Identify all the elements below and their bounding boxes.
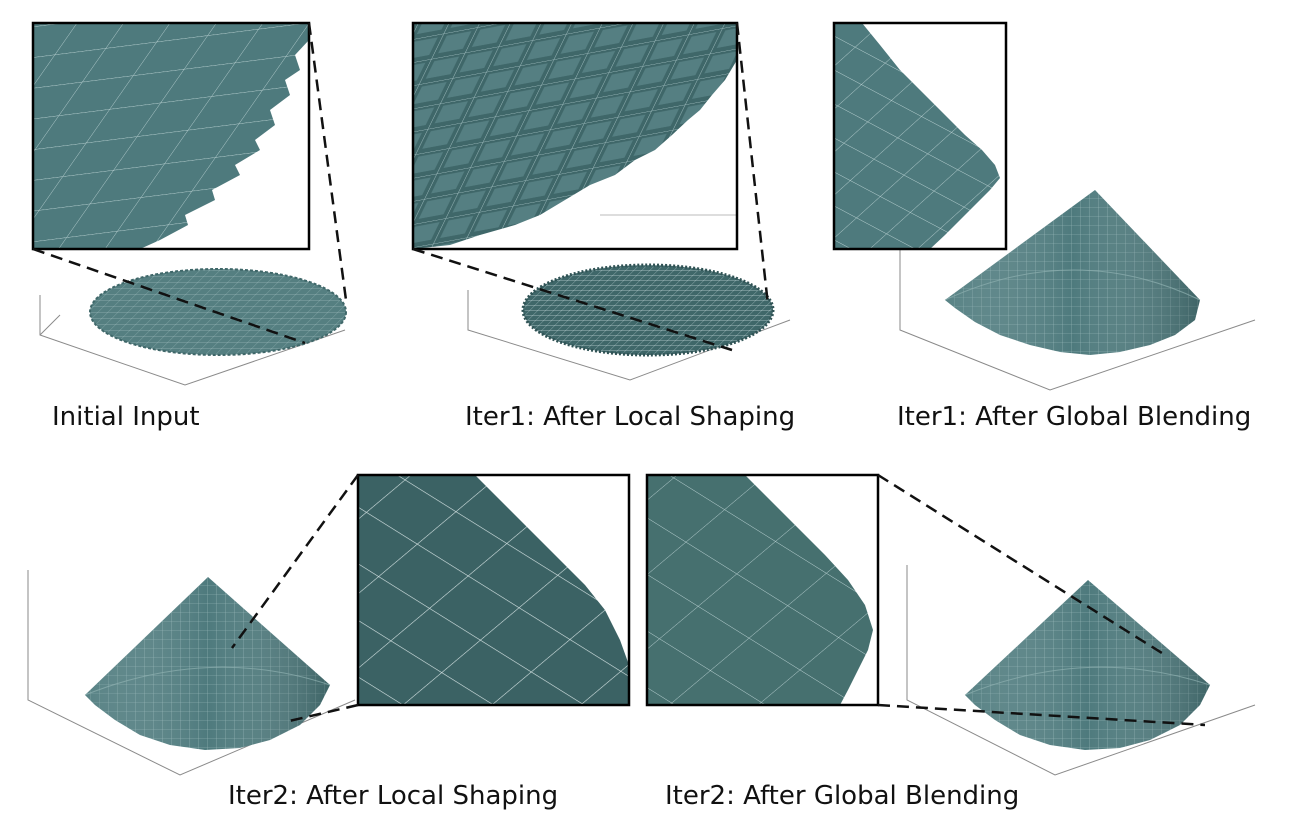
cone-surface-iter2-local [84,577,331,750]
axes-iter1-global [899,245,1256,391]
zoom-box-iter2-local [356,473,631,707]
axes-iter1-local [467,290,791,381]
zoom-connector-iter1-local [412,22,770,352]
panel-iter2-global-blending: Iter2: After Global Blending [645,473,1256,811]
panel-iter1-global-blending: Iter1: After Global Blending [832,21,1256,432]
caption-iter2-local-shaping: Iter2: After Local Shaping [228,781,558,811]
caption-iter1-local-shaping: Iter1: After Local Shaping [465,402,795,432]
zoom-box-iter1-global [832,21,1008,251]
caption-iter1-global-blending: Iter1: After Global Blending [897,402,1251,432]
panel-iter2-local-shaping: Iter2: After Local Shaping [27,473,631,811]
panel-initial-input: Initial Input [31,21,348,432]
cone-surface-iter2-global [964,580,1211,750]
caption-iter2-global-blending: Iter2: After Global Blending [665,781,1019,811]
axes-initial-input [39,295,346,386]
panel-iter1-local-shaping: Iter1: After Local Shaping [411,21,795,432]
zoom-box-iter1-local [411,21,739,251]
cone-surface-iter1-global [944,190,1201,355]
zoom-connector-iter2-global [877,473,1206,727]
zoom-connector-iter2-local [230,474,360,724]
zoom-box-iter2-global [645,473,880,707]
caption-initial-input: Initial Input [52,402,200,432]
zoom-box-initial-input [31,21,311,251]
zoom-connector-initial-input [32,22,348,345]
tiled-disc-surface [521,263,775,357]
axes-iter2-global [906,565,1256,776]
